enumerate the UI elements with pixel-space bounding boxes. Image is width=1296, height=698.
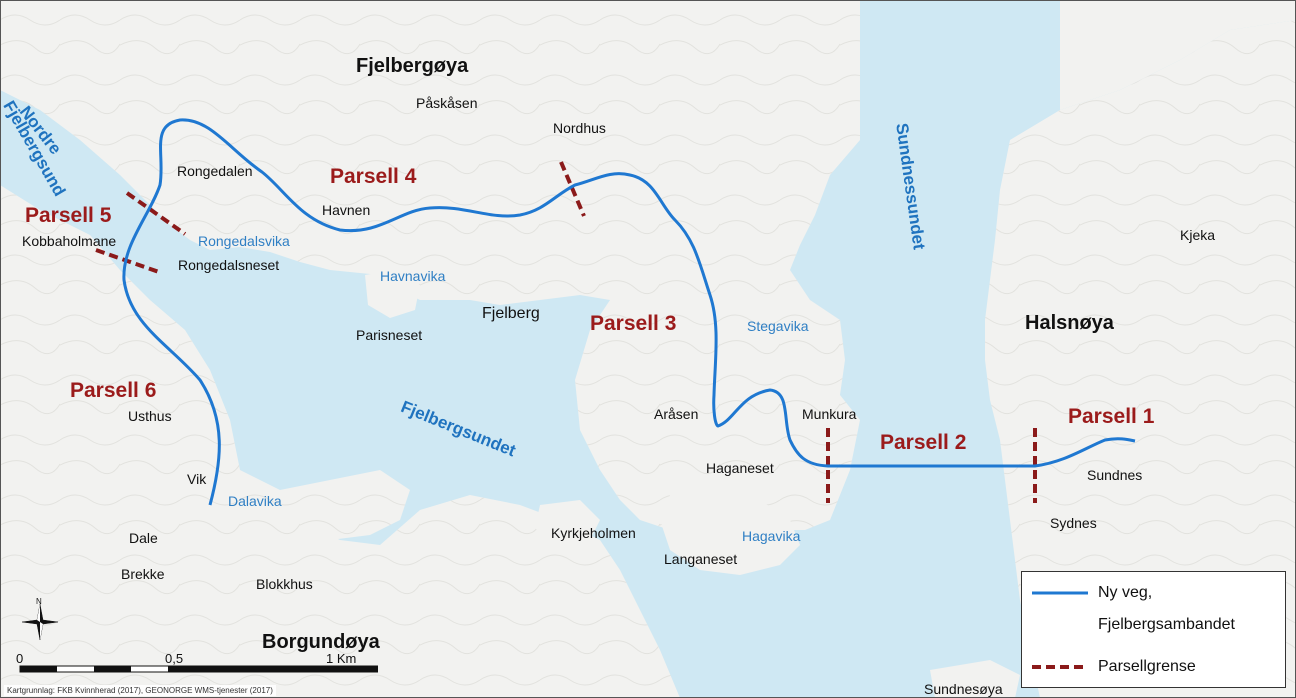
north-arrow-label: N xyxy=(36,597,42,606)
place-kyrkjeholmen-label: Kyrkjeholmen xyxy=(551,525,636,541)
scale-end-label: 1 Km xyxy=(326,651,357,666)
land-kyrkjeholmen-island xyxy=(535,500,600,545)
place-arasen-label: Aråsen xyxy=(654,406,699,422)
parsell-6-label: Parsell 6 xyxy=(70,379,157,402)
boundary-5-north xyxy=(125,191,187,236)
place-fjelberg-label: Fjelberg xyxy=(482,305,540,322)
place-vik-label: Vik xyxy=(187,471,207,487)
legend-boundary-label: Parsellgrense xyxy=(1098,658,1196,675)
legend-road-row: Ny veg, Fjelbergsambandet xyxy=(1032,582,1235,636)
place-blokkhus-label: Blokkhus xyxy=(256,576,313,592)
legend-boundary-row: Parsellgrense xyxy=(1032,656,1196,678)
bay-rongedalsvika-label: Rongedalsvika xyxy=(198,233,290,249)
place-paskasen-label: Påskåsen xyxy=(416,95,478,111)
place-dale-label: Dale xyxy=(129,530,158,546)
place-havnen-label: Havnen xyxy=(322,202,371,218)
land-parisneset-island xyxy=(365,270,420,318)
island-halsnoya-label: Halsnøya xyxy=(1025,312,1114,334)
legend: Ny veg, Fjelbergsambandet Parsellgrense xyxy=(1021,571,1286,688)
parsell-3-label: Parsell 3 xyxy=(590,312,677,335)
place-sundnes-label: Sundnes xyxy=(1087,467,1143,483)
road-fjelbergsambandet xyxy=(122,118,1136,506)
scale-mid-label: 0,5 xyxy=(165,651,184,666)
parsell-4-label: Parsell 4 xyxy=(330,165,417,188)
scale-start-label: 0 xyxy=(16,651,24,666)
parsell-boundaries xyxy=(95,161,1037,503)
bay-havnavika-label: Havnavika xyxy=(380,268,446,284)
place-rongedalsneset-label: Rongedalsneset xyxy=(178,257,280,273)
land-sundnesoya-island xyxy=(930,660,1020,698)
place-sydnes-label: Sydnes xyxy=(1050,515,1097,531)
boundary-5-south xyxy=(95,248,160,274)
place-parisneset-label: Parisneset xyxy=(356,327,423,343)
legend-road-swatch xyxy=(1032,591,1088,595)
map-credit: Kartgrunnlag: FKB Kvinnherad (2017), GEO… xyxy=(4,685,276,696)
legend-road-label-line1: Ny veg, xyxy=(1098,584,1153,601)
parsell-1-label: Parsell 1 xyxy=(1068,405,1155,428)
place-sundnesoya-label: Sundnesøya xyxy=(924,681,1003,697)
place-usthus-label: Usthus xyxy=(128,408,172,424)
bay-stegavika-label: Stegavika xyxy=(747,318,809,334)
place-brekke-label: Brekke xyxy=(121,566,165,582)
place-langaneset-label: Langaneset xyxy=(664,551,738,567)
north-arrow-icon xyxy=(21,603,59,641)
place-munkura-label: Munkura xyxy=(802,406,857,422)
island-borgundoya-label: Borgundøya xyxy=(262,631,380,653)
legend-boundary-swatch xyxy=(1032,665,1088,669)
bay-hagavika-label: Hagavika xyxy=(742,528,801,544)
land-langaneset xyxy=(660,470,800,575)
place-kobbaholmane-label: Kobbaholmane xyxy=(22,233,117,249)
place-haganeset-label: Haganeset xyxy=(706,460,774,476)
place-nordhus-label: Nordhus xyxy=(553,120,606,136)
island-fjelbergoya-label: Fjelbergøya xyxy=(356,55,469,77)
parsell-2-label: Parsell 2 xyxy=(880,431,967,454)
place-kjeka-label: Kjeka xyxy=(1180,227,1216,243)
legend-road-label-line2: Fjelbergsambandet xyxy=(1098,616,1235,633)
parsell-5-label: Parsell 5 xyxy=(25,204,112,227)
scale-bar xyxy=(19,665,378,673)
bay-dalavika-label: Dalavika xyxy=(228,493,282,509)
boundary-4-3 xyxy=(559,161,586,217)
place-rongedalen-label: Rongedalen xyxy=(177,163,253,179)
